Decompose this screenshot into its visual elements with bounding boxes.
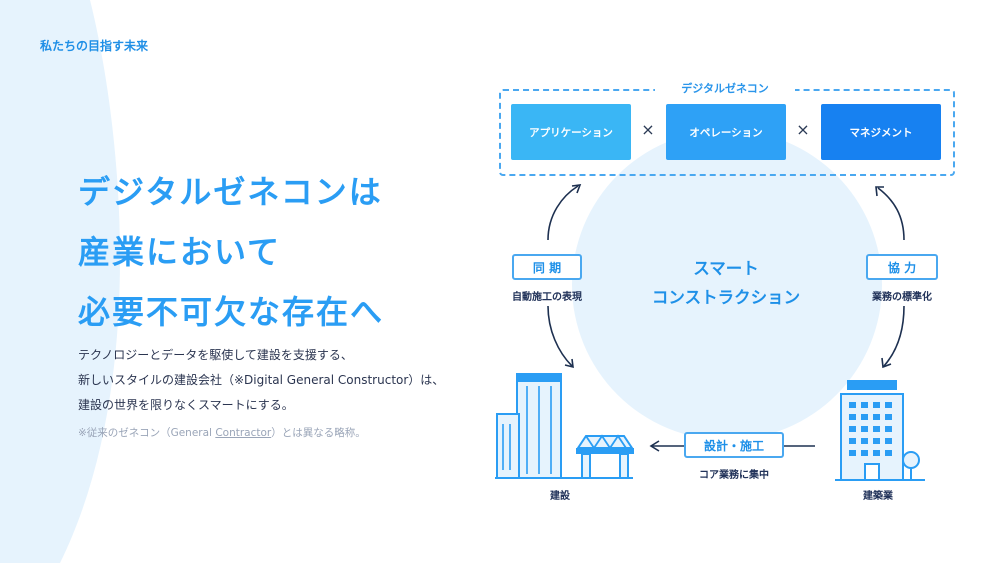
footnote-suffix: ）とは異なる略称。 — [271, 427, 366, 439]
tile-management: マネジメント — [821, 104, 941, 160]
arrow-down-icon — [883, 305, 905, 367]
body-line: テクノロジーとデータを駆使して建設を支援する、 — [78, 348, 353, 362]
center-title-line: スマート — [693, 259, 759, 278]
headline-line: 必要不可欠な存在へ — [78, 293, 385, 331]
center-title: スマート コンストラクション — [606, 254, 846, 312]
times-symbol: × — [796, 120, 810, 139]
tile-operation: オペレーション — [666, 104, 786, 160]
office-building-icon — [835, 380, 925, 481]
times-symbol: × — [641, 120, 655, 139]
caption-collaboration: 業務の標準化 — [872, 292, 932, 303]
arrow-down-icon — [547, 305, 573, 367]
tree-icon — [902, 451, 920, 480]
center-title-line: コンストラクション — [651, 288, 801, 307]
caption-design-construction: コア業務に集中 — [699, 470, 769, 481]
label-construction-industry: 建築業 — [863, 491, 893, 502]
headline: デジタルゼネコンは 産業において 必要不可欠な存在へ — [78, 162, 384, 342]
arrow-up-icon — [877, 187, 905, 241]
bridge-icon — [576, 434, 634, 479]
tag-design-construction: 設計・施工 — [684, 432, 784, 458]
label-construction: 建設 — [550, 491, 570, 502]
caption-sync: 自動施工の表現 — [512, 292, 582, 303]
footnote-prefix: ※従来のゼネコン（General — [78, 427, 216, 439]
footnote: ※従来のゼネコン（General Contractor）とは異なる略称。 — [78, 425, 366, 440]
body-text: テクノロジーとデータを駆使して建設を支援する、 新しいスタイルの建設会社（※Di… — [78, 343, 444, 418]
section-label: 私たちの目指す未来 — [40, 39, 149, 53]
tile-application: アプリケーション — [511, 104, 631, 160]
digital-genecon-title: デジタルゼネコン — [655, 80, 795, 96]
arrow-up-icon — [547, 185, 579, 241]
footnote-underlined: Contractor — [215, 427, 272, 439]
tag-sync: 同 期 — [512, 254, 582, 280]
body-line: 新しいスタイルの建設会社（※Digital General Constructo… — [78, 373, 445, 387]
body-line: 建設の世界を限りなくスマートにする。 — [78, 398, 294, 412]
headline-line: 産業において — [78, 233, 282, 271]
headline-line: デジタルゼネコンは — [78, 173, 383, 211]
center-circle — [572, 130, 882, 440]
tag-collaboration: 協 力 — [866, 254, 938, 280]
buildings-icon — [495, 373, 633, 479]
